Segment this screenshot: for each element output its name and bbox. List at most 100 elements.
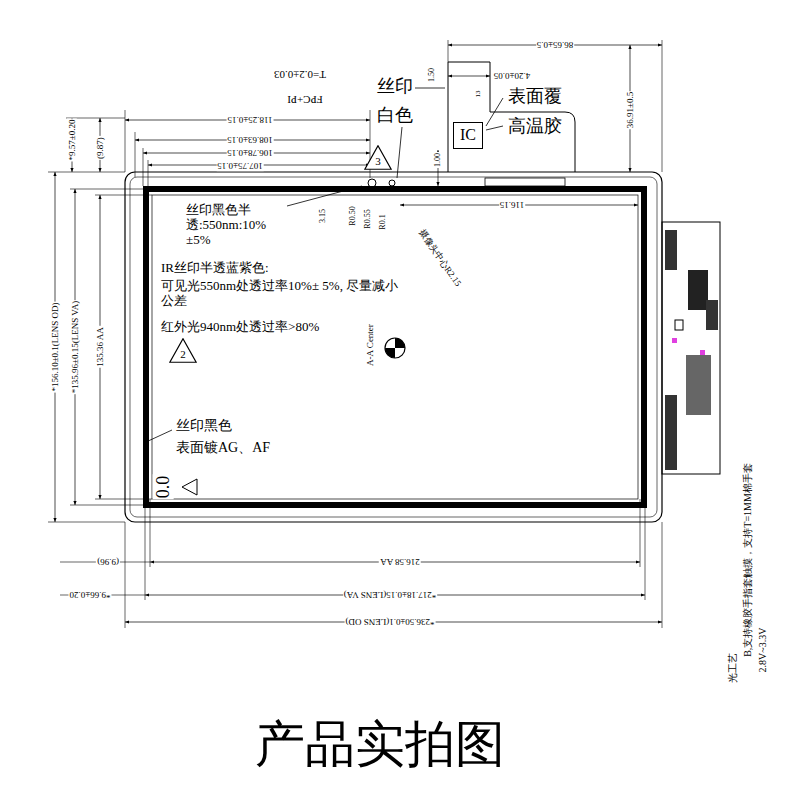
leader-line [486, 126, 503, 130]
fpc-outline [448, 62, 575, 172]
dimension-text: 106.78±0.15 [226, 148, 273, 158]
connector-block [665, 395, 677, 470]
extension-lines [48, 40, 662, 628]
spec-text: FPC+PI [286, 94, 324, 107]
dimension-text: 1.00 [433, 152, 442, 168]
triangle-shape [170, 338, 196, 362]
extension-line [145, 505, 146, 600]
extension-line [448, 40, 449, 62]
extension-line [645, 505, 646, 600]
note-text: 丝印黑色半透:550nm:10%±5% [185, 203, 287, 248]
dimension-text: *9.57±0.20 [67, 119, 77, 162]
extension-line [95, 195, 152, 196]
leader-line [486, 98, 503, 126]
dimension-text: 86.65±0.5 [536, 40, 574, 50]
extension-line [148, 160, 149, 189]
dimension-text: 3.15 [318, 208, 327, 224]
note-text: 丝印 [376, 76, 414, 97]
dimension-text: 135.36 AA [95, 326, 105, 368]
connector-parts [665, 230, 718, 470]
dimension-lines [55, 45, 662, 622]
callout-triangle: 2 [169, 338, 197, 363]
dimension-text: 118.25±0.15 [226, 115, 273, 125]
callout-number: 3 [375, 155, 381, 168]
dimension-text: 4.20±0.05 [493, 71, 531, 81]
camera-hole [368, 179, 376, 187]
extension-line [48, 172, 125, 173]
connector-outline [662, 222, 720, 474]
extension-line [70, 505, 146, 506]
extension-line [150, 499, 151, 567]
target-quadrant [385, 348, 395, 358]
magenta-mark [672, 338, 677, 343]
dimension-line [448, 76, 490, 77]
spec-text: B,支持橡胶手指套触摸，支持T=1MM棉手套 [742, 462, 754, 658]
dimension-text: 216.58 AA [379, 557, 421, 567]
center-target [385, 338, 405, 358]
black-print-frame [146, 189, 644, 505]
note-text: 表面镀AG、AF [175, 440, 271, 456]
dimension-text: *135.96±0.15(LENS VA) [70, 300, 80, 394]
extension-line [640, 499, 641, 567]
mark-text: 0.0 [153, 475, 174, 500]
leader-lines [146, 88, 503, 442]
extension-line [143, 148, 144, 186]
dimension-text: 107.75±0.15 [216, 161, 263, 171]
panel-outline [125, 62, 720, 522]
spec-text: T=0.2±0.03 [273, 69, 327, 82]
dimension-text: 36.91±0.5 [625, 91, 635, 129]
note-text: 高温胶 [507, 116, 563, 137]
dimension-text: R0.55 [363, 208, 372, 229]
dimension-text: *9.66±0.20 [69, 590, 112, 600]
dimension-text: (9.87) [95, 136, 105, 160]
fpc-bond-area [485, 178, 565, 186]
dimension-text: 1.50 [427, 67, 436, 83]
connector-block [665, 230, 677, 270]
extension-line [48, 522, 125, 523]
extension-line [662, 522, 663, 628]
connector-block [686, 355, 711, 415]
chip-label: IC [460, 126, 476, 144]
connector-block [688, 270, 708, 310]
dimension-text: *217.18±0.15(LENS VA) [343, 590, 437, 600]
ir-hole [389, 180, 395, 186]
leader-line [397, 127, 402, 178]
extension-line [70, 189, 146, 190]
dimension-text: *236.50±0.1(LENS OD) [344, 617, 435, 627]
leader-line [415, 88, 445, 89]
spec-text: 2.8V~3.3V [757, 627, 769, 674]
triangle-shape [365, 145, 391, 169]
dimension-text: (9.96) [96, 557, 120, 567]
dimension-text: *156.10±0.1(LENS OD) [50, 301, 60, 392]
ic-chip-box: IC [453, 122, 483, 149]
callout-number: 2 [180, 348, 186, 361]
note-text: 白色 [376, 105, 414, 126]
view-area [152, 195, 638, 499]
note-text: 红外光940nm处透过率>80% [160, 320, 320, 335]
callout-triangle: 3 [364, 145, 392, 170]
extension-line [135, 132, 136, 177]
dimension-text: 108.63±0.15 [226, 135, 273, 145]
note-text: IR丝印半透蓝紫色: [160, 261, 270, 276]
dimension-text: 116.15 [499, 200, 525, 210]
dimension-text: R0.50 [348, 205, 357, 226]
lens-outline [125, 172, 662, 522]
extension-line [125, 522, 126, 628]
extension-line [662, 40, 663, 172]
mark-triangle [182, 479, 197, 495]
note-text: 表面覆 [507, 86, 563, 107]
note-text: 丝印黑色 [175, 418, 233, 434]
connector-pad [675, 320, 683, 330]
extension-line [95, 499, 152, 500]
dimension-text: 摄像头中心R2.15 [416, 227, 464, 289]
leader-line [146, 430, 172, 442]
extension-line [125, 110, 126, 172]
spec-text: 光工艺 [727, 652, 739, 684]
dimension-text: 13 [474, 90, 482, 99]
magenta-mark [700, 350, 705, 355]
note-text: 可见光550nm处透过率10%± 5%, 尽量减小公差 [160, 279, 402, 309]
center-mark-text: A-A Center [365, 323, 375, 367]
dimension-text: R0.1 [378, 213, 387, 230]
lens-inner-line [130, 177, 657, 517]
